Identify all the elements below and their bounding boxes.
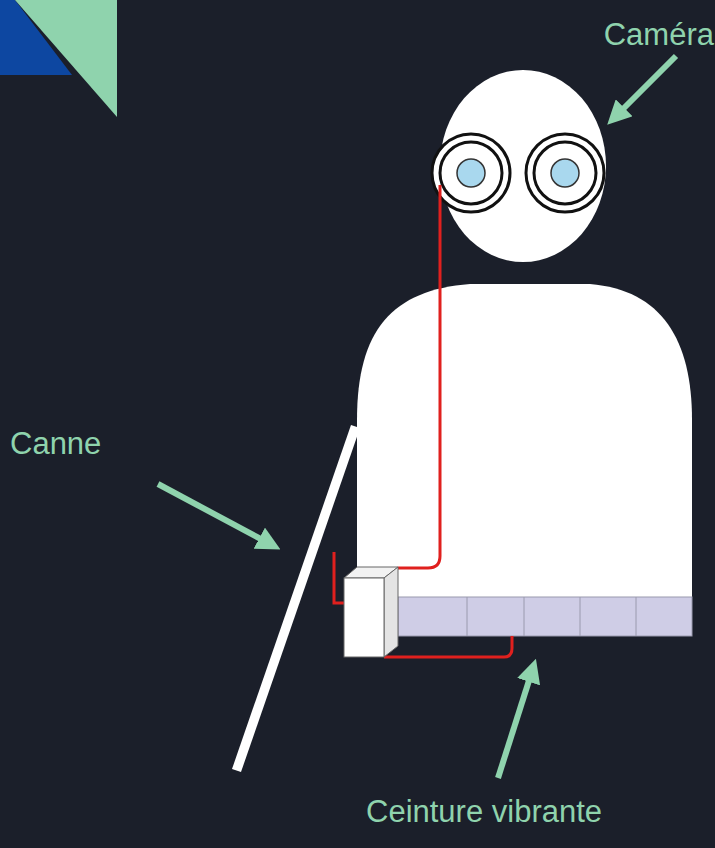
part-label: Caméra bbox=[604, 19, 714, 50]
part-label: Ceinture vibrante bbox=[366, 796, 602, 827]
part-label: Canne bbox=[10, 428, 101, 459]
cane-symbol bbox=[232, 425, 360, 772]
head-shape bbox=[440, 70, 606, 262]
vibrating-belt bbox=[398, 597, 692, 636]
leader-arrows bbox=[158, 56, 676, 778]
wires bbox=[334, 185, 512, 657]
body-shape bbox=[357, 284, 692, 600]
corner-band bbox=[15, 0, 117, 117]
glasses bbox=[432, 134, 604, 212]
control-box bbox=[344, 567, 398, 657]
